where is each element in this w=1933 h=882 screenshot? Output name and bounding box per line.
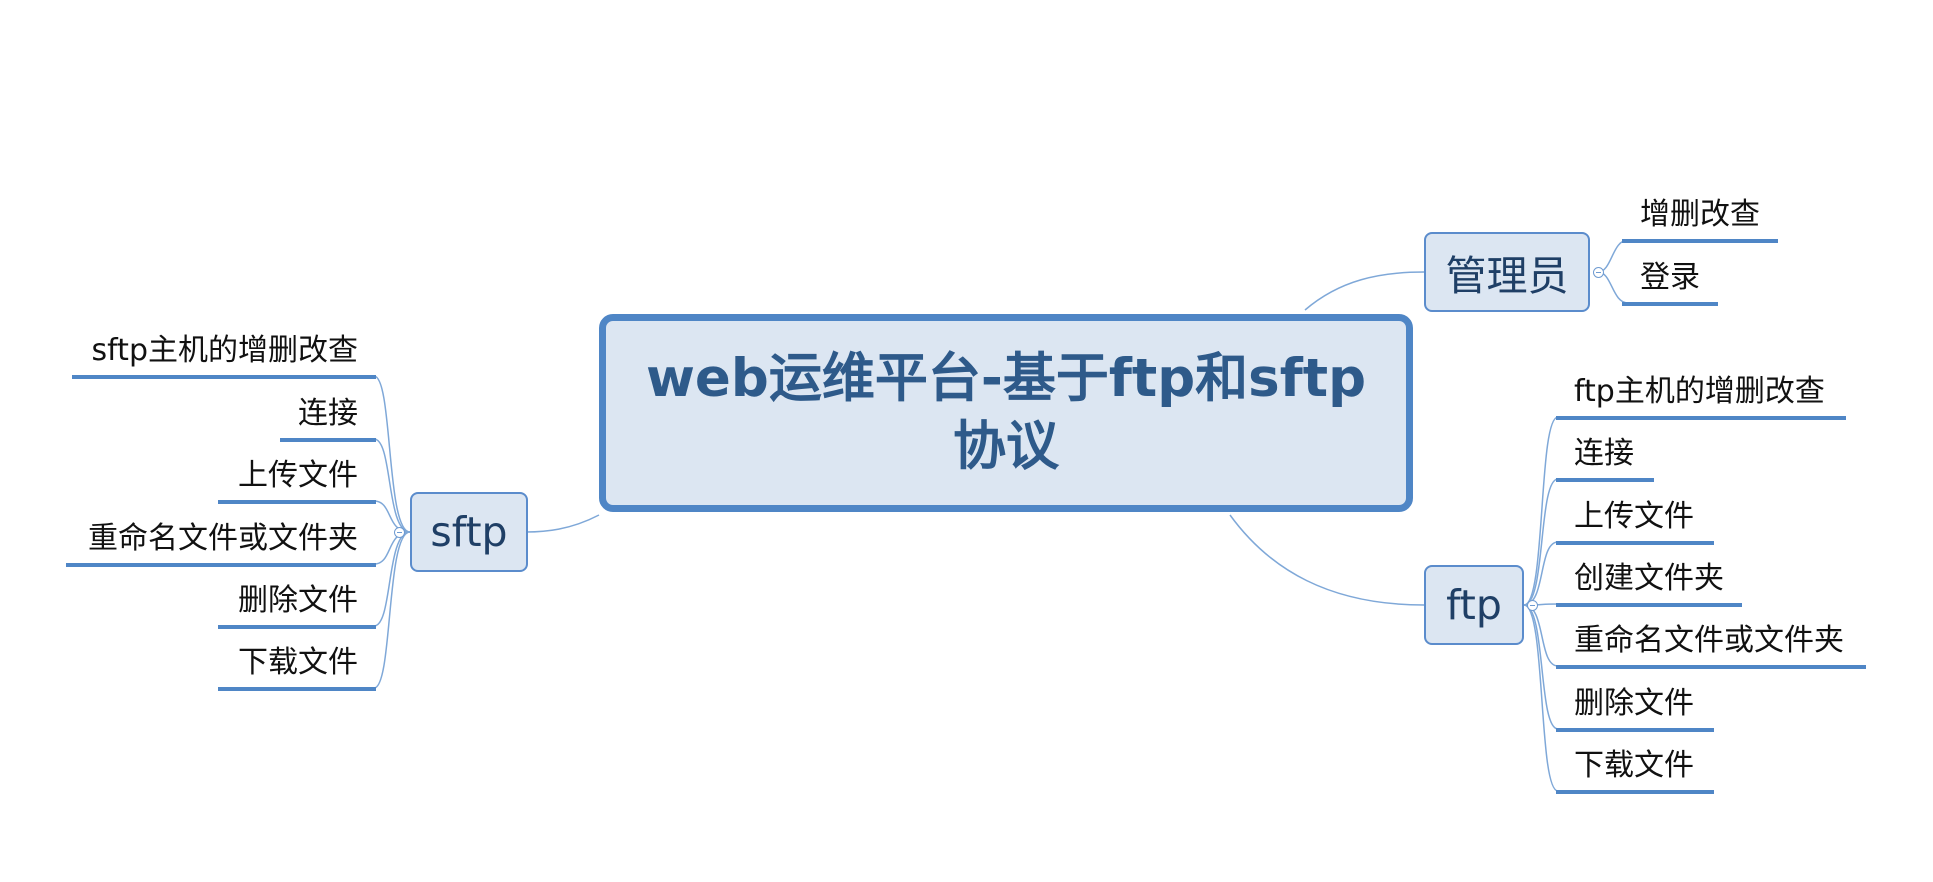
ftp-leaf-1[interactable]: ftp主机的增删改查: [1556, 370, 1846, 420]
connector-sftp-leaf-3: [373, 500, 411, 533]
sftp-leaf-4[interactable]: 重命名文件或文件夹: [66, 517, 376, 567]
sftp-leaf-2[interactable]: 连接: [280, 392, 376, 442]
branch-sftp[interactable]: sftp: [410, 492, 528, 572]
branch-admin-label: 管理员: [1445, 252, 1569, 300]
sftp-leaf-6[interactable]: 下载文件: [218, 641, 376, 691]
ftp-leaf-4[interactable]: 创建文件夹: [1556, 557, 1742, 607]
collapse-toggle-sftp[interactable]: [394, 527, 405, 538]
connector-root-admin: [1304, 271, 1425, 311]
branch-admin[interactable]: 管理员: [1424, 232, 1590, 312]
sftp-leaf-1[interactable]: sftp主机的增删改查: [72, 329, 376, 379]
sftp-leaf-5[interactable]: 删除文件: [218, 579, 376, 629]
connector-ftp-leaf-6: [1523, 604, 1559, 730]
connector-root-ftp: [1229, 514, 1425, 606]
admin-leaf-1[interactable]: 增删改查: [1622, 193, 1778, 243]
connector-root-sftp: [525, 514, 600, 533]
branch-ftp[interactable]: ftp: [1424, 565, 1524, 645]
connector-sftp-leaf-2: [373, 438, 411, 533]
ftp-leaf-3[interactable]: 上传文件: [1556, 495, 1714, 545]
ftp-leaf-7[interactable]: 下载文件: [1556, 744, 1714, 794]
connector-ftp-leaf-7: [1523, 604, 1559, 792]
connector-sftp-leaf-4: [373, 531, 411, 565]
collapse-toggle-ftp[interactable]: [1527, 600, 1538, 611]
connector-sftp-leaf-1: [373, 375, 411, 533]
root-node[interactable]: web运维平台-基于ftp和sftp协议: [599, 314, 1413, 512]
root-title: web运维平台-基于ftp和sftp协议: [645, 348, 1367, 477]
connector-sftp-leaf-6: [373, 531, 411, 689]
ftp-leaf-2[interactable]: 连接: [1556, 432, 1654, 482]
branch-ftp-label: ftp: [1446, 581, 1502, 629]
admin-leaf-2[interactable]: 登录: [1622, 256, 1718, 306]
connector-ftp-leaf-2: [1523, 478, 1559, 606]
branch-sftp-label: sftp: [430, 508, 508, 556]
sftp-leaf-3[interactable]: 上传文件: [218, 454, 376, 504]
ftp-leaf-5[interactable]: 重命名文件或文件夹: [1556, 619, 1866, 669]
connector-ftp-leaf-1: [1523, 416, 1559, 606]
ftp-leaf-6[interactable]: 删除文件: [1556, 682, 1714, 732]
connector-sftp-leaf-5: [373, 531, 411, 627]
collapse-toggle-admin[interactable]: [1593, 267, 1604, 278]
